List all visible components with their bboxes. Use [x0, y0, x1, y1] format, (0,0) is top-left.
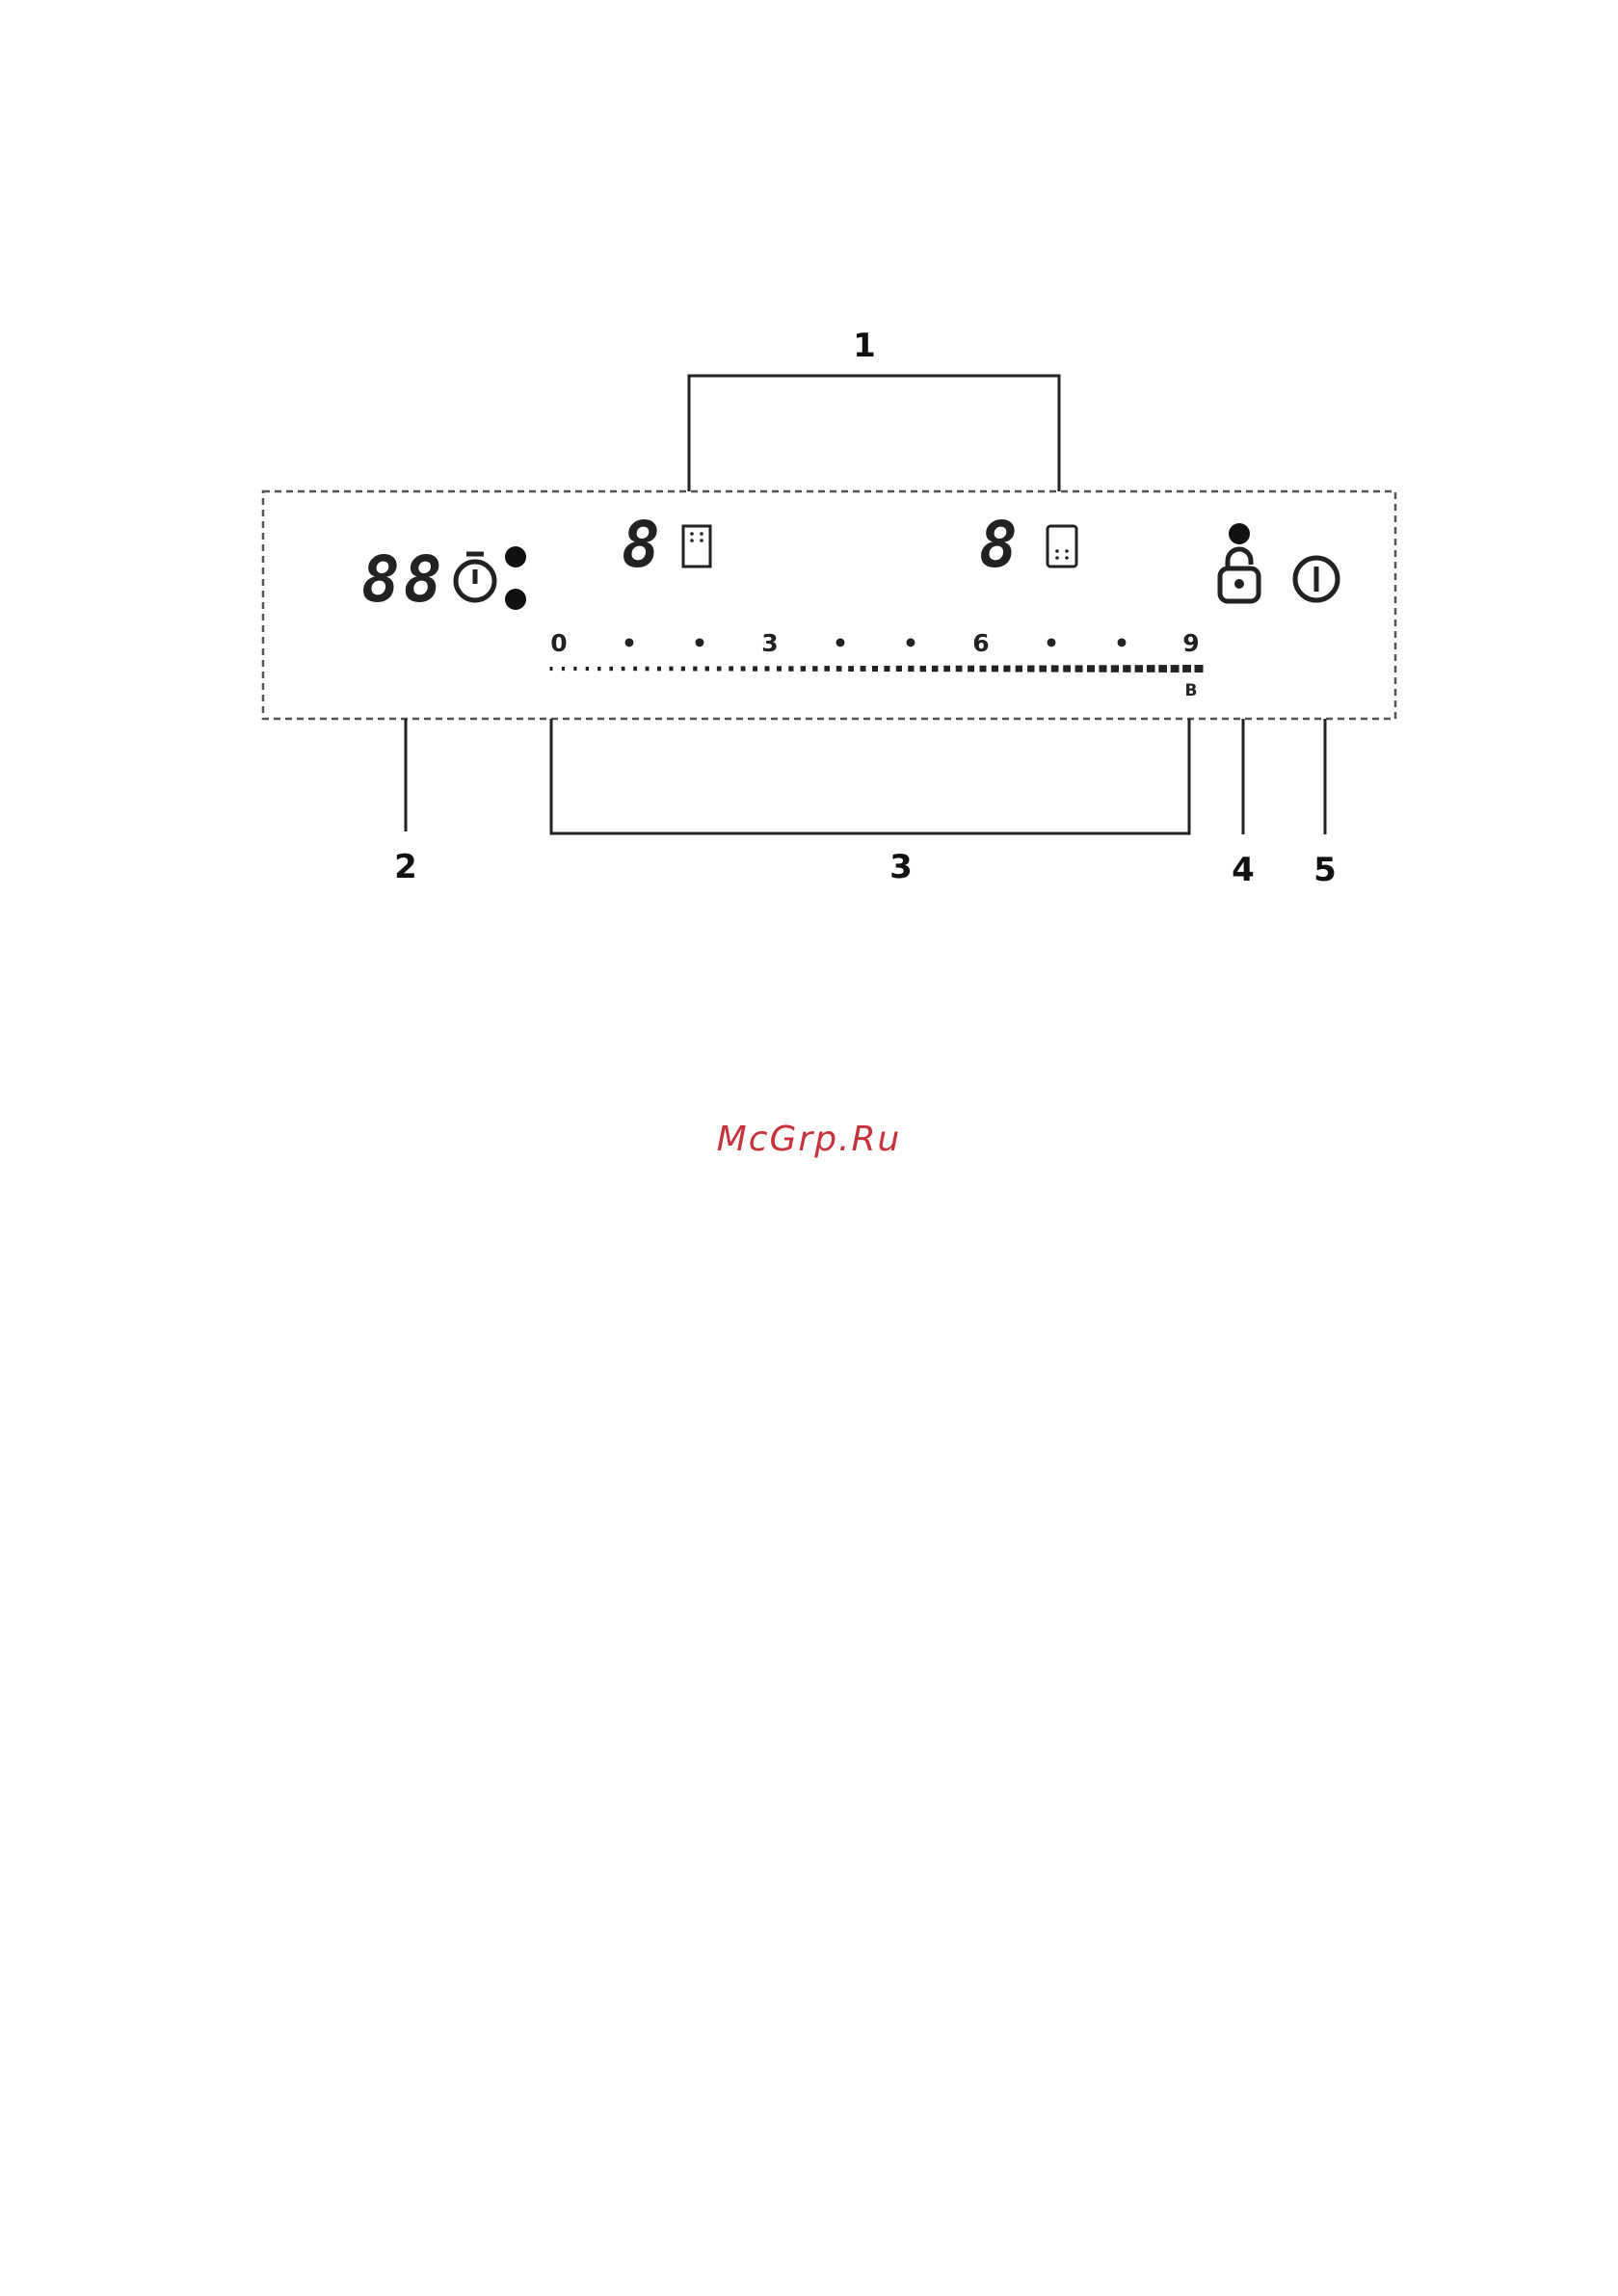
slider-dot[interactable]	[812, 666, 817, 672]
slider-dot[interactable]	[1171, 665, 1180, 673]
slider-dot[interactable]	[920, 666, 926, 672]
slider-dot[interactable]	[1135, 665, 1143, 673]
watermark-text: McGrp.Ru	[0, 1120, 1618, 1159]
slider-dot[interactable]	[1003, 666, 1010, 673]
slider-dot[interactable]	[562, 667, 565, 671]
slider-dot[interactable]	[1099, 665, 1106, 672]
slider-dot[interactable]	[908, 666, 914, 672]
slider-dot[interactable]	[1158, 665, 1167, 673]
timer-indicator-bottom	[505, 589, 526, 610]
scale-dot-7: •	[1044, 629, 1059, 657]
boost-label: B	[1185, 681, 1198, 700]
slider-scale: 0 • • 3 • • 6 • • 9	[550, 629, 1199, 657]
slider-dot[interactable]	[609, 667, 613, 671]
slider-dot[interactable]	[550, 667, 553, 671]
slider-dot[interactable]	[861, 666, 866, 672]
slider-dot[interactable]	[956, 666, 963, 673]
slider-dot[interactable]	[1147, 665, 1155, 673]
slider-dot[interactable]	[777, 666, 782, 671]
callout-4-label: 4	[1232, 851, 1255, 889]
scale-label-9: 9	[1182, 629, 1199, 657]
scale-dot-5: •	[903, 629, 918, 657]
slider-dot[interactable]	[753, 666, 757, 671]
cooking-zone-rear-icon[interactable]	[1048, 526, 1076, 567]
zone-left-display: 8	[622, 508, 664, 582]
scale-label-6: 6	[972, 629, 989, 657]
slider-dot[interactable]	[824, 666, 830, 672]
slider-dot[interactable]	[943, 666, 950, 672]
slider-dot[interactable]	[872, 666, 878, 672]
power-icon[interactable]	[1295, 558, 1338, 600]
scale-dot-4: •	[833, 629, 848, 657]
slider-dot[interactable]	[657, 667, 661, 672]
stopwatch-icon[interactable]	[456, 554, 494, 600]
slider-dot[interactable]	[573, 667, 576, 671]
slider-dot[interactable]	[1063, 665, 1071, 672]
slider-dot[interactable]	[669, 667, 673, 672]
callout-2-label: 2	[394, 848, 417, 886]
slider-dot[interactable]	[765, 666, 770, 671]
slider-dot[interactable]	[848, 666, 854, 672]
slider-dot[interactable]	[992, 666, 998, 673]
slider-dot[interactable]	[1111, 665, 1119, 673]
callout-1-label: 1	[853, 327, 876, 365]
power-level-slider[interactable]	[550, 665, 1204, 673]
slider-dot[interactable]	[801, 666, 806, 672]
slider-dot[interactable]	[788, 666, 793, 672]
timer-indicator-top	[505, 546, 526, 567]
slider-dot[interactable]	[932, 666, 939, 672]
slider-dot[interactable]	[896, 666, 902, 672]
lock-indicator	[1229, 523, 1250, 544]
slider-dot[interactable]	[884, 666, 889, 672]
timer-display: 88	[361, 542, 445, 617]
callout-3-bracket	[551, 719, 1189, 833]
scale-label-0: 0	[550, 629, 567, 657]
slider-dot[interactable]	[1182, 665, 1191, 673]
scale-dot-8: •	[1114, 629, 1129, 657]
slider-dot[interactable]	[1075, 665, 1083, 672]
cooking-zone-front-icon[interactable]	[683, 526, 710, 567]
slider-dot[interactable]	[1195, 665, 1204, 673]
slider-dot[interactable]	[980, 666, 987, 673]
slider-dot[interactable]	[681, 667, 685, 672]
slider-dot[interactable]	[1123, 665, 1130, 673]
slider-dot[interactable]	[586, 667, 589, 671]
slider-dot[interactable]	[646, 667, 650, 672]
slider-dot[interactable]	[705, 667, 709, 672]
zone-right-display: 8	[979, 508, 1021, 582]
slider-dot[interactable]	[836, 666, 842, 672]
scale-label-3: 3	[761, 629, 778, 657]
slider-dot[interactable]	[1051, 665, 1059, 672]
slider-dot[interactable]	[968, 666, 974, 673]
callout-1-bracket	[689, 376, 1059, 491]
slider-dot[interactable]	[622, 667, 625, 671]
slider-dot[interactable]	[1039, 666, 1047, 673]
slider-dot[interactable]	[597, 667, 600, 671]
slider-dot[interactable]	[693, 667, 697, 672]
slider-dot[interactable]	[633, 667, 637, 672]
slider-dot[interactable]	[1016, 666, 1022, 673]
scale-dot-2: •	[692, 629, 707, 657]
callout-5-label: 5	[1313, 851, 1337, 889]
callout-3-label: 3	[889, 848, 913, 886]
slider-dot[interactable]	[1027, 666, 1034, 673]
child-lock-icon[interactable]	[1220, 549, 1259, 601]
slider-dot[interactable]	[1087, 665, 1095, 672]
slider-dot[interactable]	[741, 666, 746, 671]
slider-dot[interactable]	[729, 666, 733, 671]
scale-dot-1: •	[622, 629, 637, 657]
slider-dot[interactable]	[717, 667, 722, 672]
